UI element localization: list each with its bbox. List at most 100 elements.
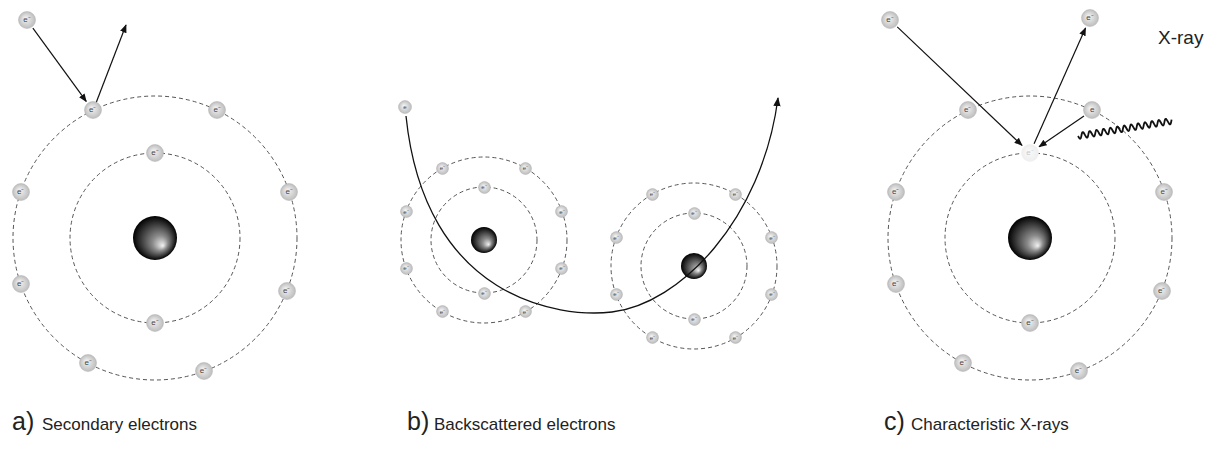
nucleus xyxy=(133,216,177,260)
electron: e⁻ xyxy=(765,231,778,244)
electron-label: e⁻ xyxy=(1086,14,1093,22)
electron: e⁻ xyxy=(146,144,164,162)
electron-label: e⁻ xyxy=(769,291,774,297)
electron: e⁻ xyxy=(646,331,659,344)
electron-circle xyxy=(400,206,412,218)
electron-label: e⁻ xyxy=(769,235,774,241)
electron-label: e⁻ xyxy=(964,106,971,114)
electron: e⁻ xyxy=(146,314,164,332)
electron: e⁻ xyxy=(610,231,623,244)
electron-label: e⁻ xyxy=(17,280,24,288)
electron-circle xyxy=(610,288,622,300)
electron-circle xyxy=(195,363,212,380)
electron-label: e xyxy=(1090,106,1094,114)
electron: e⁻ xyxy=(195,362,213,380)
electron: e⁻ xyxy=(478,287,491,300)
electron-label: e⁻ xyxy=(283,287,290,295)
electron-label: e⁻ xyxy=(403,209,408,215)
electron: e⁻ xyxy=(436,162,449,175)
electron-arrow xyxy=(897,27,1022,146)
electron-label: e⁻ xyxy=(733,335,738,341)
electron: e⁻ xyxy=(688,313,701,326)
electron-label: e⁻ xyxy=(85,359,92,367)
electron-label: e⁻ xyxy=(1075,367,1082,375)
electron: e⁻ xyxy=(519,305,532,318)
electron: e⁻ xyxy=(1155,183,1173,201)
electron-circle xyxy=(688,207,700,219)
electron-label: e⁻ xyxy=(691,210,696,216)
electron-circle xyxy=(766,288,778,300)
electron: e⁻ xyxy=(400,262,413,275)
electron-label: e⁻ xyxy=(733,191,738,197)
electron: e⁻ xyxy=(729,188,742,201)
electron: e⁻ xyxy=(881,11,899,29)
electron-label: e⁻ xyxy=(1026,149,1033,157)
xray-label: X-ray xyxy=(1158,28,1203,49)
electron-label: e⁻ xyxy=(960,359,967,367)
electron-circle xyxy=(147,145,164,162)
electron: e⁻ xyxy=(400,205,413,218)
electron-circle xyxy=(84,102,101,119)
electron-circle xyxy=(1070,363,1087,380)
electron: e⁻ xyxy=(12,275,30,293)
electron: e⁻ xyxy=(18,11,36,29)
electron-circle xyxy=(400,262,412,274)
electron-label: e⁻ xyxy=(613,235,618,241)
electron-label: e⁻ xyxy=(559,265,564,271)
outer-orbit xyxy=(401,157,567,323)
electron-label: e⁻ xyxy=(23,16,30,24)
outer-orbit xyxy=(888,96,1172,380)
electron-circle xyxy=(278,283,295,300)
electron-circle xyxy=(520,162,532,174)
electron-circle xyxy=(730,332,742,344)
xray-wave-group xyxy=(1078,119,1172,139)
electron-label: e⁻ xyxy=(200,367,207,375)
electron: e xyxy=(1083,101,1101,119)
outer-orbit xyxy=(611,183,777,349)
electron-circle xyxy=(730,188,742,200)
electron: e⁻ xyxy=(555,205,568,218)
electron-label: e⁻ xyxy=(691,316,696,322)
outer-orbit xyxy=(13,96,297,380)
panel-caption: Characteristic X-rays xyxy=(911,416,1069,435)
electron-circle xyxy=(281,183,298,200)
backscatter-path xyxy=(406,98,778,313)
electron-label: e⁻ xyxy=(286,188,293,196)
inner-orbit xyxy=(70,153,240,323)
electron-circle xyxy=(520,306,532,318)
electron: e⁻ xyxy=(1021,144,1039,162)
electron-circle xyxy=(209,102,226,119)
electron-circle xyxy=(955,355,972,372)
electron: e⁻ xyxy=(959,101,977,119)
electron-circle xyxy=(556,262,568,274)
electron-label: e⁻ xyxy=(1161,188,1168,196)
electron-circle xyxy=(610,232,622,244)
electron-label: e⁻ xyxy=(886,16,893,24)
electron-arrow xyxy=(33,28,86,101)
nucleus xyxy=(471,227,497,253)
electron: e⁻ xyxy=(278,282,296,300)
electron: e⁻ xyxy=(1021,314,1039,332)
electron-circle xyxy=(959,102,976,119)
electron: e⁻ xyxy=(478,181,491,194)
nucleus xyxy=(1008,216,1052,260)
electron: e⁻ xyxy=(1153,282,1171,300)
electron: e⁻ xyxy=(12,183,30,201)
electron: e⁻ xyxy=(555,262,568,275)
electron-circle xyxy=(437,162,449,174)
panel-caption: Secondary electrons xyxy=(42,416,197,435)
electron-circle xyxy=(12,183,29,200)
electron-circle xyxy=(882,12,899,29)
electron-circle xyxy=(1084,102,1101,119)
electron-label: e⁻ xyxy=(559,209,564,215)
electron-circle xyxy=(887,183,904,200)
nucleus xyxy=(681,253,707,279)
electron-arrow xyxy=(1039,116,1084,147)
electron-label: e⁻ xyxy=(1026,319,1033,327)
electron: e⁻ xyxy=(610,288,623,301)
electron-label: e⁻ xyxy=(403,265,408,271)
electron-label: e⁻ xyxy=(481,184,486,190)
nuclei xyxy=(133,216,1052,279)
electron: e⁻ xyxy=(688,207,701,220)
inner-orbit xyxy=(641,213,747,319)
